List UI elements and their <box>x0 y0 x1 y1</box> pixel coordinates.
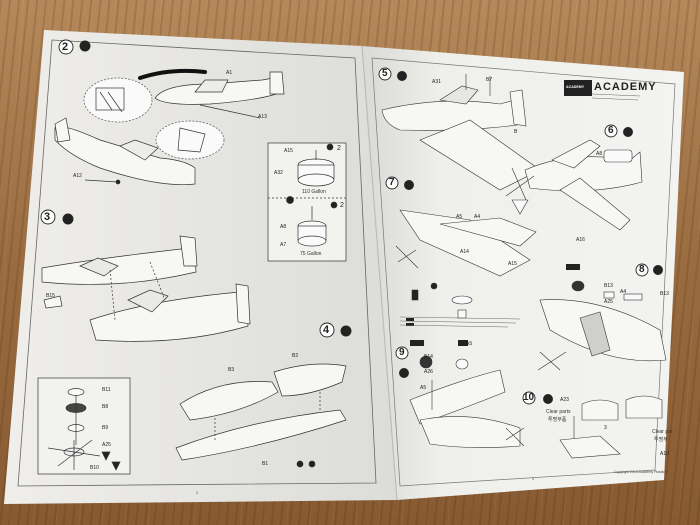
step-number: 7 <box>389 177 395 188</box>
left-frame <box>17 39 377 487</box>
page-fold <box>361 45 398 501</box>
part-label: 2 <box>340 202 344 209</box>
step-number: 5 <box>382 68 388 79</box>
clear-parts-caption-kr: 투명부품 <box>548 417 567 423</box>
step-number: 3 <box>44 211 51 223</box>
page-number: 2 <box>196 491 198 495</box>
part-label: B10 <box>90 465 99 471</box>
clear-parts-caption: Clear parts <box>546 409 571 415</box>
part-label: B7 <box>486 77 493 83</box>
step9-drawings <box>409 355 525 448</box>
page-number: 3 <box>532 477 534 481</box>
step6-drawings <box>505 139 643 231</box>
part-label: B13 <box>604 283 613 289</box>
part-label: B9 <box>102 425 109 431</box>
part-label: A25 <box>604 299 613 305</box>
academy-logo: ACADEMY <box>594 81 657 93</box>
part-label: B14 <box>424 354 433 360</box>
part-label: A5 <box>466 341 473 347</box>
fine-print-lines <box>399 93 641 328</box>
part-label: B13 <box>660 291 669 297</box>
part-label: A32 <box>274 170 283 176</box>
step-number: 2 <box>62 41 69 53</box>
part-label: A5 <box>456 214 463 220</box>
step4-wing-drawings <box>175 363 347 468</box>
part-label: A8 <box>280 224 287 230</box>
part-label: A1 <box>226 70 233 76</box>
academy-badge: ACADEMY <box>565 85 586 91</box>
clear-parts-caption: Clear par <box>652 429 673 435</box>
copyright-notice: Copyright 2015 Academy Plastic M <box>614 470 669 474</box>
step-number: 4 <box>323 324 330 336</box>
step7-drawings <box>395 199 537 319</box>
step2-drawings <box>54 68 285 185</box>
part-label: B2 <box>292 353 299 359</box>
part-label: A15 <box>284 148 293 154</box>
part-label: A8 <box>596 151 603 157</box>
part-label: B <box>514 129 518 135</box>
part-label: 3 <box>604 425 607 431</box>
part-label: B11 <box>102 387 111 393</box>
part-label: B1 <box>262 461 269 467</box>
step-number: 10 <box>523 392 535 403</box>
step5-drawings <box>381 74 541 191</box>
part-label: A10 <box>660 451 669 457</box>
part-label: A23 <box>560 397 569 403</box>
step-number: 8 <box>639 264 645 275</box>
note-markers <box>406 264 580 346</box>
tank-caption: 75 Gallon <box>300 251 322 257</box>
step-number: 6 <box>608 125 614 136</box>
part-label: A12 <box>73 173 82 179</box>
part-label: B3 <box>228 367 235 373</box>
part-label: A13 <box>258 114 267 120</box>
part-label: A4 <box>620 289 627 295</box>
part-label: A14 <box>460 249 469 255</box>
part-label: A25 <box>102 442 111 448</box>
step3-drawings <box>41 235 251 342</box>
part-label: A7 <box>280 242 287 248</box>
right-frame <box>371 57 676 487</box>
tank-caption: 110 Gallon <box>302 189 326 195</box>
part-label: B8 <box>102 404 109 410</box>
part-label: A26 <box>424 369 433 375</box>
step10-drawings <box>559 395 663 459</box>
part-label: A15 <box>508 261 517 267</box>
part-label: B15 <box>46 293 55 299</box>
step-markers <box>40 39 663 405</box>
propeller-subassembly-box <box>37 377 131 475</box>
part-label: A4 <box>474 214 481 220</box>
part-label: A5 <box>420 385 427 391</box>
step8-drawings <box>537 280 667 371</box>
part-label: 2 <box>337 145 341 152</box>
part-label: A31 <box>432 79 441 85</box>
part-label: A16 <box>576 237 585 243</box>
drop-tank-box <box>267 142 347 262</box>
step-number: 9 <box>399 347 405 358</box>
clear-parts-caption-kr: 투명부 <box>654 437 668 443</box>
